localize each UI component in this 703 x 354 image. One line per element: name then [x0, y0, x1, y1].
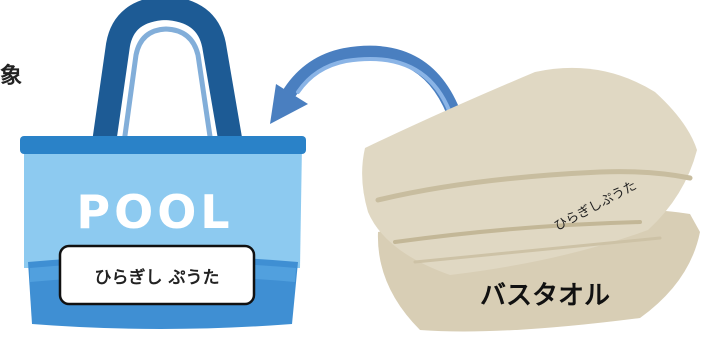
- bag-name-tag: [58, 244, 256, 306]
- arrow-head: [270, 84, 308, 124]
- bag-name-tag-text: ひらぎし ぷうた: [95, 267, 220, 288]
- bag-body-upper: [24, 145, 302, 268]
- bag-rim: [20, 136, 306, 154]
- towel-caption: バスタオル: [480, 281, 610, 311]
- bath-towel: ひらぎしぷうた バスタオル: [362, 67, 700, 332]
- arrow-shaft: [283, 45, 464, 129]
- curved-arrow: [270, 45, 464, 129]
- bag-pool-print: POOL: [76, 185, 233, 239]
- towel-fold-line-2: [393, 220, 642, 244]
- arrow-shaft-highlight: [296, 56, 454, 120]
- towel-fold-line-1: [375, 169, 693, 203]
- pool-bag: POOL ひらぎし ぷうた: [20, 0, 306, 329]
- towel-edge-shadow: [413, 236, 662, 264]
- bag-handle-inner: [120, 26, 215, 151]
- bag-handle: [91, 0, 244, 162]
- cropped-heading-character: 象: [0, 64, 23, 89]
